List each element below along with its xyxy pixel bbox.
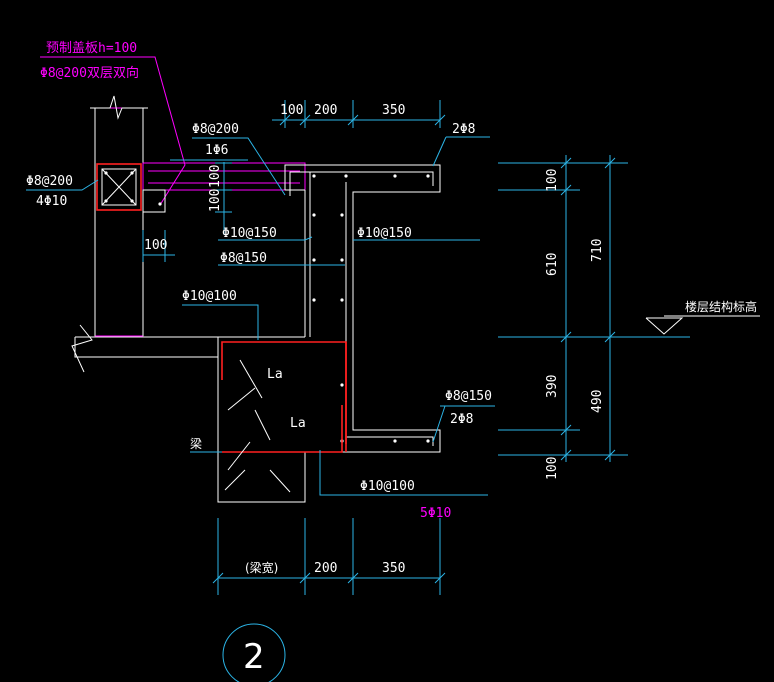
dim-right-490: 490 <box>590 390 605 413</box>
slab-ledge <box>142 189 166 213</box>
top-dimensions <box>272 100 446 128</box>
dim-right-710: 710 <box>590 239 605 262</box>
label-la-1: La <box>267 367 283 382</box>
label-la-2: La <box>290 416 306 431</box>
label-stirrup-2: Φ10@150 <box>357 226 412 241</box>
label-stirrup-3: Φ8@150 <box>220 251 267 266</box>
label-beam: 梁 <box>190 436 202 451</box>
label-top-bar-b: 1Φ6 <box>205 143 228 158</box>
dim-bottom-200: 200 <box>314 561 337 576</box>
dim-v-100-b: 100 <box>208 189 223 212</box>
label-bottom-bar-b: 2Φ8 <box>450 412 473 427</box>
label-top-bar-a: Φ8@200 <box>192 122 239 137</box>
label-beam-bar: Φ10@100 <box>182 289 237 304</box>
rebar-cage <box>289 171 434 446</box>
local-dimensions <box>142 162 232 262</box>
label-top-long: 2Φ8 <box>452 122 475 137</box>
detail-number-circle <box>222 623 286 682</box>
dim-h-100: 100 <box>144 238 167 253</box>
label-base-bar: Φ10@100 <box>360 479 415 494</box>
detail-number: 2 <box>243 637 265 677</box>
dim-bottom-350: 350 <box>382 561 405 576</box>
right-dimensions <box>498 155 760 462</box>
label-precast-slab: 预制盖板h=100 <box>46 41 137 56</box>
brick-wall <box>90 95 148 337</box>
label-bottom-bar-a: Φ8@150 <box>445 389 492 404</box>
beam-break-marks <box>224 359 291 493</box>
dim-right-100-bottom: 100 <box>545 457 560 480</box>
wall-ring-beam <box>96 163 142 211</box>
dim-top-100: 100 <box>280 103 303 118</box>
concrete-section-outline <box>71 164 441 503</box>
label-floor-level: 楼层结构标高 <box>685 299 757 314</box>
dim-v-100-a: 100 <box>208 165 223 188</box>
anchorage-bars <box>221 341 347 453</box>
label-wall-bars: Φ8@200 <box>26 174 73 189</box>
dim-right-610: 610 <box>545 253 560 276</box>
label-base-bar-2: 5Φ10 <box>420 506 451 521</box>
dim-right-100-top: 100 <box>545 169 560 192</box>
dim-right-390: 390 <box>545 375 560 398</box>
bottom-dimensions <box>212 518 446 595</box>
dim-top-350: 350 <box>382 103 405 118</box>
label-stirrup-1: Φ10@150 <box>222 226 277 241</box>
label-wall-bars-2: 4Φ10 <box>36 194 67 209</box>
leader-lines <box>170 136 495 496</box>
label-precast-slab-bars: Φ8@200双层双向 <box>40 65 139 81</box>
dim-top-200: 200 <box>314 103 337 118</box>
dim-beam-width: (梁宽) <box>245 560 278 575</box>
